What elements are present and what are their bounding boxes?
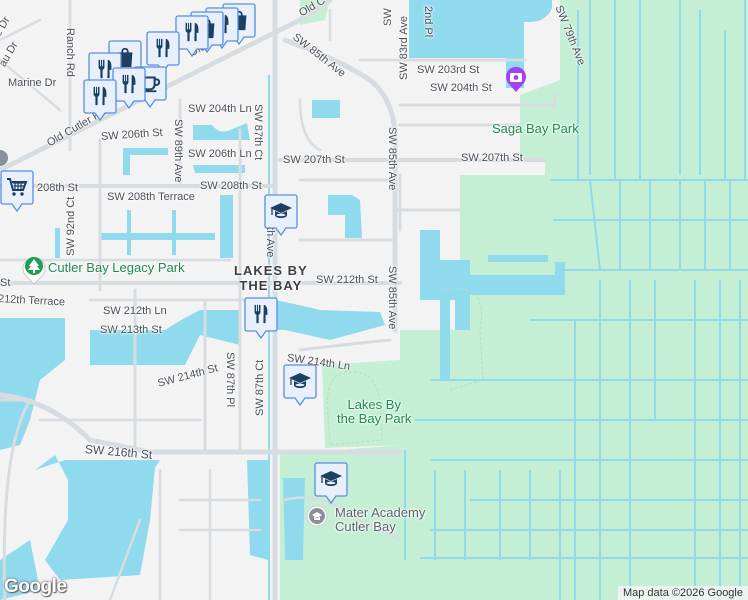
street-label: SW 212th St — [316, 274, 378, 286]
neighborhood-label: LAKES BY THE BAY — [234, 263, 308, 293]
restaurant-marker[interactable] — [83, 79, 117, 123]
street-label: SW 83rd Ave — [398, 16, 410, 80]
street-label: SW 207th St — [283, 154, 345, 166]
restaurant-marker[interactable] — [175, 15, 209, 59]
canals — [268, 0, 748, 600]
street-label: 208th St — [37, 182, 78, 194]
street-label: Ranch Rd — [64, 28, 76, 77]
street-label: SW 89th Ave — [172, 119, 184, 183]
park-label-saga-bay-park[interactable]: Saga Bay Park — [492, 121, 579, 136]
street-label: 2nd Pl — [422, 6, 434, 38]
shopping-cart-marker[interactable] — [0, 170, 34, 214]
street-label: St — [0, 277, 11, 289]
park-tree-pin — [22, 257, 46, 285]
lakes-park-boundary — [326, 287, 484, 446]
street-label: SW 87th Ct — [252, 104, 264, 161]
street-label: SW 204th St — [430, 82, 492, 94]
poi-label-line: Cutler Bay — [335, 519, 396, 534]
google-logo: Google — [4, 576, 67, 597]
street-label: Marine Dr — [8, 77, 57, 89]
photo-spot-pin — [505, 66, 526, 92]
park-label-line: the Bay Park — [337, 411, 412, 426]
neighborhood-label-line: LAKES BY — [234, 263, 308, 278]
street-label: SW 85th Ave — [386, 127, 398, 191]
school-marker[interactable] — [314, 462, 348, 506]
street-label: SW 208th Terrace — [107, 191, 195, 203]
school-marker[interactable] — [283, 364, 317, 408]
neighborhood-label-line: THE BAY — [239, 278, 303, 293]
street-label: SW 204th Ln — [188, 103, 252, 115]
street-label: SW — [382, 8, 394, 26]
park-label-cutler-bay-legacy-park[interactable]: Cutler Bay Legacy Park — [48, 260, 185, 275]
street-label: SW 203rd St — [417, 64, 480, 76]
park-label-line: Lakes By — [347, 397, 401, 412]
park-label-lakes-by-the-bay-park[interactable]: Lakes By the Bay Park — [337, 398, 411, 426]
street-label: SW 87th Pl — [224, 352, 236, 408]
map-attribution[interactable]: Map data ©2026 Google — [617, 586, 748, 600]
street-label: SW 206th Ln — [188, 148, 252, 160]
street-label: SW 213th St — [100, 324, 162, 336]
poi-label-mater-academy[interactable]: Mater Academy Cutler Bay — [335, 506, 425, 534]
restaurant-marker[interactable] — [244, 297, 278, 341]
street-label: SW 207th St — [461, 152, 523, 164]
street-label: SW 212th Ln — [103, 305, 167, 317]
street-label: SW 87th Ct — [254, 359, 266, 416]
street-label: SW 208th St — [200, 180, 262, 192]
street-label: SW 85th Ave — [386, 266, 398, 330]
restaurant-marker[interactable] — [112, 67, 146, 111]
poi-partial-pin — [0, 150, 8, 166]
street-label: SW 92nd Ct — [65, 196, 77, 256]
school-marker[interactable] — [264, 194, 298, 238]
poi-label-line: Mater Academy — [335, 505, 426, 520]
school-poi-pin — [306, 505, 328, 527]
